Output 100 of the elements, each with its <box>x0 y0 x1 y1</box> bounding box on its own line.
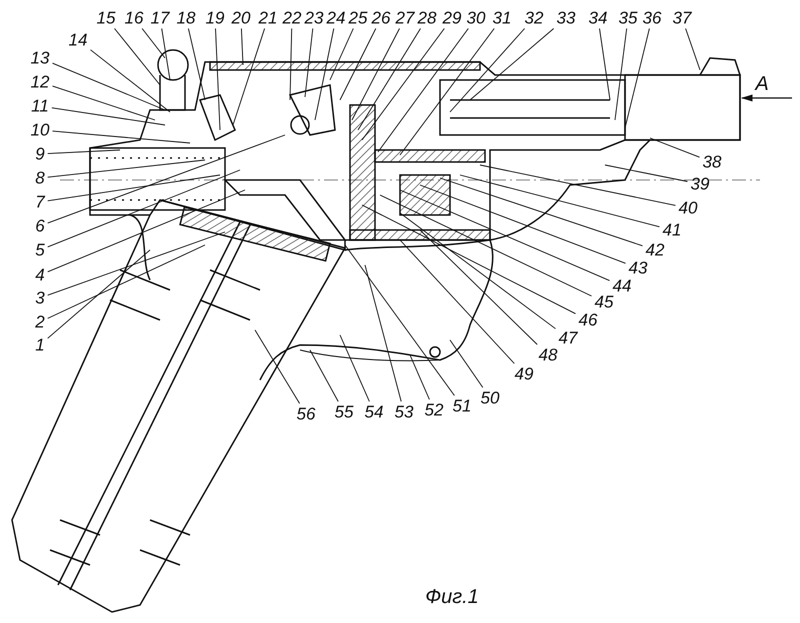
leader-line <box>340 334 370 402</box>
leader-line <box>364 264 402 402</box>
callout-number: 25 <box>348 10 368 26</box>
callout-number: 18 <box>176 10 196 26</box>
leader-line <box>344 244 455 396</box>
leader-line <box>400 212 556 330</box>
callout-number: 52 <box>424 402 444 418</box>
leader-line <box>362 204 576 314</box>
callout-number: 19 <box>204 10 226 26</box>
leader-line <box>232 28 266 126</box>
callout-number: 50 <box>480 390 500 406</box>
leader-line <box>362 28 445 140</box>
callout-number: 55 <box>334 404 354 420</box>
leader-line <box>650 138 700 158</box>
callout-number: 39 <box>690 176 710 192</box>
callout-number: 47 <box>558 330 578 346</box>
callout-number: 36 <box>642 10 662 26</box>
callout-number: 21 <box>258 10 278 26</box>
callout-number: 53 <box>394 404 414 420</box>
leader-line <box>240 28 244 66</box>
callout-number: 27 <box>394 10 416 26</box>
callout-number: 34 <box>588 10 608 26</box>
leader-line <box>624 28 650 128</box>
callout-number: 7 <box>34 194 46 210</box>
leader-line <box>358 28 421 130</box>
callout-number: 6 <box>34 218 46 234</box>
callout-number: 17 <box>150 10 170 26</box>
callout-number: 8 <box>34 170 46 186</box>
leader-line <box>599 28 610 100</box>
callout-number: 11 <box>30 98 50 114</box>
callout-number: 51 <box>452 398 472 414</box>
callout-number: 44 <box>612 278 632 294</box>
figure-caption: Фиг.1 <box>425 587 479 607</box>
callout-number: 43 <box>628 260 648 276</box>
callout-number: 26 <box>370 10 392 26</box>
leader-line <box>47 170 240 248</box>
callout-number: 5 <box>34 242 46 258</box>
callout-number: 23 <box>304 10 324 26</box>
callout-number: 1 <box>34 336 46 354</box>
callout-number: 3 <box>34 290 46 306</box>
callout-number: 20 <box>230 10 252 26</box>
leader-line <box>314 28 334 120</box>
callout-number: 30 <box>466 10 486 26</box>
leader-line <box>614 28 628 120</box>
callout-number: 15 <box>96 10 116 26</box>
callout-number: 37 <box>672 10 692 26</box>
callout-number: 16 <box>124 10 144 26</box>
leader-line <box>460 174 660 228</box>
callout-number: 31 <box>492 10 512 26</box>
leader-line <box>604 164 688 182</box>
leader-line <box>47 250 150 339</box>
leader-line <box>480 164 676 206</box>
callout-number: 12 <box>30 74 50 90</box>
leader-line <box>410 354 430 400</box>
callout-number: 45 <box>594 294 614 310</box>
callout-number: 40 <box>678 200 698 216</box>
leader-line <box>52 62 166 110</box>
leader-line <box>450 28 526 112</box>
leader-line <box>330 28 354 80</box>
callout-number: 24 <box>326 10 346 26</box>
callout-number: 22 <box>282 10 302 26</box>
leader-line <box>400 240 515 364</box>
leader-line <box>47 174 220 202</box>
leader-line <box>47 134 286 224</box>
leader-line <box>400 190 610 282</box>
callout-number: 14 <box>68 32 88 48</box>
leader-line <box>142 28 166 58</box>
callout-number: 49 <box>514 366 534 382</box>
leader-line <box>47 244 206 319</box>
callout-number: 29 <box>442 10 462 26</box>
callout-number: 13 <box>30 50 50 66</box>
leader-line <box>290 28 292 100</box>
leader-line <box>685 28 700 70</box>
callout-number: 32 <box>524 10 544 26</box>
callout-number: 41 <box>662 222 682 238</box>
callout-number: 54 <box>364 404 384 420</box>
callout-number: 10 <box>30 122 50 138</box>
leader-line <box>114 28 160 86</box>
callout-number: 9 <box>34 146 46 162</box>
leader-line <box>470 28 554 100</box>
leader-line <box>51 107 166 126</box>
leader-line <box>52 86 156 120</box>
leader-line <box>254 330 300 404</box>
leader-line <box>380 194 592 296</box>
leader-line <box>47 190 246 272</box>
callout-number: 48 <box>538 346 558 364</box>
leader-line <box>378 28 469 152</box>
leader-line <box>188 28 206 100</box>
leader-line <box>47 160 206 178</box>
leader-line <box>47 150 120 154</box>
callout-number: 46 <box>578 312 598 328</box>
leader-line <box>420 184 626 264</box>
leader-line <box>352 28 400 120</box>
leader-line <box>161 28 170 80</box>
callout-number: 56 <box>296 406 316 422</box>
callout-number: 35 <box>618 10 638 26</box>
leader-line <box>450 340 484 388</box>
leader-line <box>400 28 495 156</box>
callout-number: 42 <box>644 242 666 258</box>
leader-line <box>47 232 226 296</box>
